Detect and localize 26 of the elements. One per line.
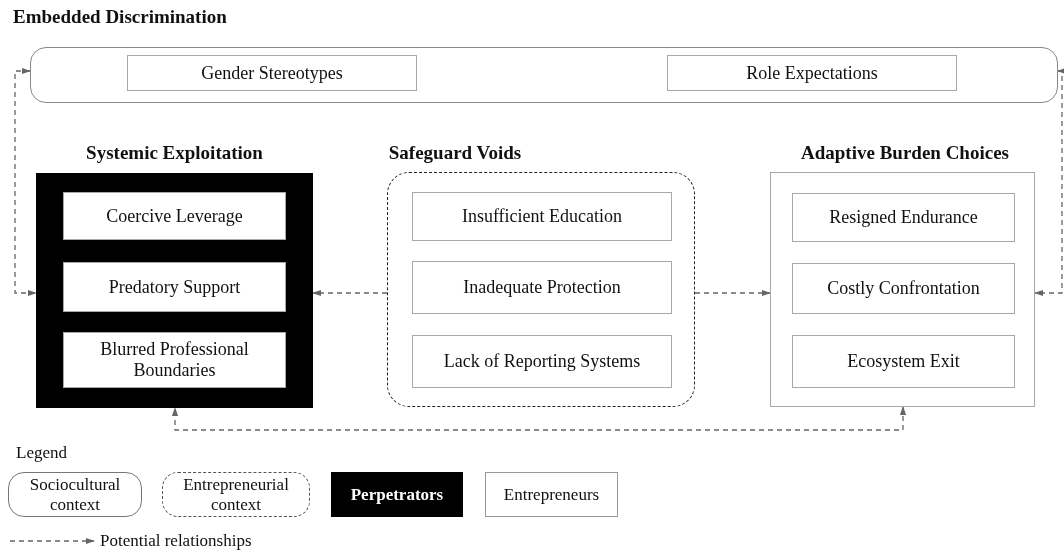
item-box: Predatory Support	[63, 262, 286, 312]
item-box: Lack of Reporting Systems	[412, 335, 672, 388]
legend-key: Entrepreneurs	[485, 472, 618, 517]
group-title: Embedded Discrimination	[13, 6, 228, 28]
legend-key: Entrepreneurial context	[162, 472, 310, 517]
legend-text: Potential relationships	[100, 531, 252, 551]
dashed-arrow	[312, 289, 388, 297]
legend-heading: Legend	[16, 443, 67, 463]
dashed-arrow	[694, 289, 771, 297]
legend-key: Sociocultural context	[8, 472, 142, 517]
item-box: Blurred Professional Boundaries	[63, 332, 286, 388]
item-box: Resigned Endurance	[792, 193, 1015, 242]
item-box: Costly Confrontation	[792, 263, 1015, 314]
item-box: Inadequate Protection	[412, 261, 672, 314]
dashed-arrow	[171, 406, 907, 431]
item-box: Gender Stereotypes	[127, 55, 417, 91]
dashed-arrow	[1034, 67, 1064, 297]
item-box: Role Expectations	[667, 55, 957, 91]
item-box: Insufficient Education	[412, 192, 672, 241]
legend-key: Perpetrators	[331, 472, 463, 517]
dashed-arrow	[14, 67, 37, 297]
item-box: Ecosystem Exit	[792, 335, 1015, 388]
group-title: Safeguard Voids	[387, 142, 523, 164]
group-title: Systemic Exploitation	[85, 142, 264, 164]
group-title: Adaptive Burden Choices	[800, 142, 1010, 164]
item-box: Coercive Leverage	[63, 192, 286, 240]
